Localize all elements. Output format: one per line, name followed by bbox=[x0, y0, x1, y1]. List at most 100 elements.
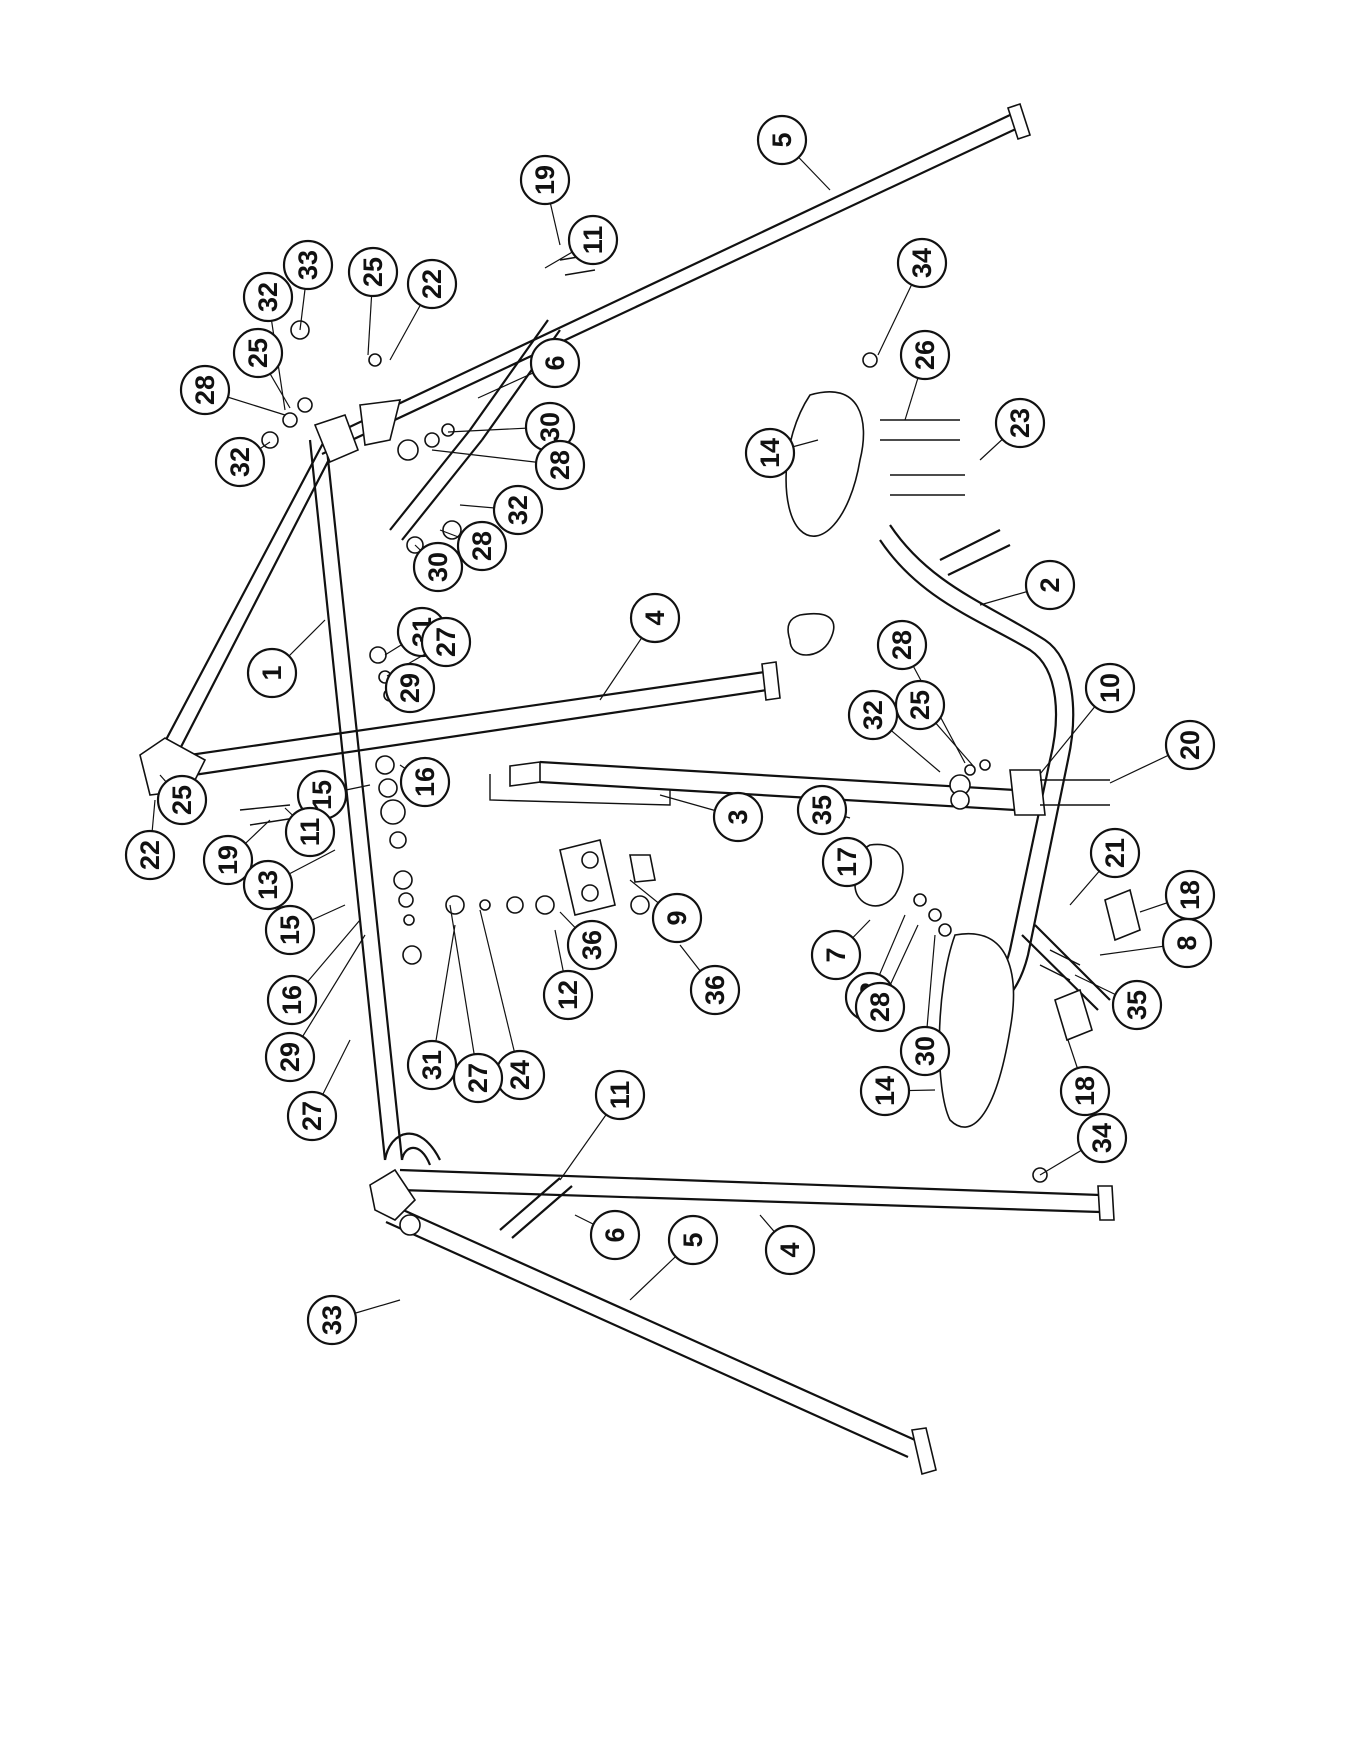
callout-label: 23 bbox=[1005, 408, 1035, 438]
callout-34: 34 bbox=[1040, 1114, 1126, 1175]
callout-23: 23 bbox=[980, 399, 1044, 460]
callout-label: 28 bbox=[865, 992, 895, 1022]
callout-3: 3 bbox=[660, 793, 762, 841]
callout-label: 24 bbox=[505, 1060, 535, 1090]
callout-label: 34 bbox=[907, 248, 937, 278]
callout-label: 12 bbox=[553, 980, 583, 1010]
callout-label: 16 bbox=[277, 985, 307, 1015]
callout-label: 5 bbox=[678, 1232, 708, 1247]
callout-2: 2 bbox=[980, 561, 1074, 609]
callout-label: 27 bbox=[431, 627, 461, 657]
callout-26: 26 bbox=[901, 331, 949, 420]
callout-1: 1 bbox=[248, 620, 325, 697]
callout-label: 20 bbox=[1175, 730, 1205, 760]
callout-6: 6 bbox=[575, 1211, 639, 1259]
callout-4: 4 bbox=[600, 594, 679, 700]
callout-11: 11 bbox=[545, 216, 617, 268]
callout-4: 4 bbox=[760, 1215, 814, 1274]
callout-label: 35 bbox=[1122, 990, 1152, 1020]
callout-leader bbox=[480, 910, 520, 1075]
callout-label: 9 bbox=[662, 910, 692, 925]
callout-label: 6 bbox=[540, 355, 570, 370]
callout-label: 18 bbox=[1175, 880, 1205, 910]
callout-label: 36 bbox=[577, 930, 607, 960]
callout-label: 32 bbox=[503, 495, 533, 525]
callout-label: 33 bbox=[317, 1305, 347, 1335]
callout-label: 29 bbox=[395, 673, 425, 703]
callout-25: 25 bbox=[349, 248, 397, 355]
callout-label: 28 bbox=[190, 375, 220, 405]
callout-label: 25 bbox=[243, 338, 273, 368]
callout-10: 10 bbox=[1040, 664, 1134, 774]
frame-line-art bbox=[140, 104, 1140, 1474]
callout-30: 30 bbox=[414, 543, 462, 591]
callout-label: 26 bbox=[910, 340, 940, 370]
callout-25: 25 bbox=[234, 329, 290, 408]
callout-label: 27 bbox=[463, 1063, 493, 1093]
callout-label: 25 bbox=[358, 257, 388, 287]
callout-25: 25 bbox=[896, 681, 975, 768]
callout-29: 29 bbox=[386, 664, 434, 712]
callout-33: 33 bbox=[284, 241, 332, 330]
callout-18: 18 bbox=[1061, 1040, 1109, 1115]
callout-label: 1 bbox=[257, 665, 287, 680]
callout-label: 22 bbox=[417, 269, 447, 299]
callout-label: 30 bbox=[423, 552, 453, 582]
callout-36: 36 bbox=[680, 945, 739, 1014]
callout-label: 32 bbox=[253, 282, 283, 312]
callout-33: 33 bbox=[308, 1296, 400, 1344]
callout-label: 14 bbox=[870, 1076, 900, 1106]
callout-16: 16 bbox=[400, 758, 449, 806]
callout-label: 36 bbox=[700, 975, 730, 1005]
callout-5: 5 bbox=[758, 116, 830, 190]
callout-label: 31 bbox=[417, 1050, 447, 1080]
callout-25: 25 bbox=[158, 775, 206, 824]
callout-label: 15 bbox=[275, 915, 305, 945]
callout-label: 11 bbox=[295, 818, 325, 847]
callout-36: 36 bbox=[560, 912, 616, 969]
callout-label: 22 bbox=[135, 840, 165, 870]
callout-15: 15 bbox=[266, 905, 345, 954]
callout-32: 32 bbox=[216, 438, 270, 486]
callout-11: 11 bbox=[560, 1071, 644, 1180]
callout-19: 19 bbox=[521, 156, 569, 245]
callout-leader bbox=[450, 905, 478, 1078]
callout-label: 35 bbox=[807, 795, 837, 825]
callout-label: 6 bbox=[600, 1227, 630, 1242]
callout-label: 14 bbox=[755, 438, 785, 468]
callout-label: 8 bbox=[1172, 935, 1202, 950]
callout-label: 33 bbox=[293, 250, 323, 280]
callout-label: 15 bbox=[307, 780, 337, 810]
callout-label: 11 bbox=[605, 1081, 635, 1110]
callout-11: 11 bbox=[285, 808, 334, 856]
callout-label: 30 bbox=[535, 412, 565, 442]
callout-20: 20 bbox=[1110, 721, 1214, 783]
callout-label: 17 bbox=[832, 847, 862, 877]
callout-label: 32 bbox=[858, 700, 888, 730]
callout-label: 28 bbox=[467, 531, 497, 561]
callout-label: 28 bbox=[887, 630, 917, 660]
callout-18: 18 bbox=[1140, 871, 1214, 919]
callout-35: 35 bbox=[798, 786, 850, 834]
callout-label: 19 bbox=[213, 845, 243, 875]
callout-label: 4 bbox=[640, 610, 670, 625]
callout-label: 30 bbox=[910, 1036, 940, 1066]
callout-label: 27 bbox=[297, 1101, 327, 1131]
callout-label: 21 bbox=[1100, 838, 1130, 868]
callout-label: 2 bbox=[1035, 577, 1065, 592]
callout-label: 11 bbox=[578, 226, 608, 255]
callout-label: 29 bbox=[275, 1042, 305, 1072]
callout-label: 25 bbox=[167, 785, 197, 815]
callout-label: 16 bbox=[410, 767, 440, 797]
callout-label: 18 bbox=[1070, 1076, 1100, 1106]
callout-label: 7 bbox=[821, 947, 851, 962]
callout-17: 17 bbox=[823, 838, 871, 886]
callout-label: 19 bbox=[530, 165, 560, 195]
callout-13: 13 bbox=[244, 850, 335, 909]
callout-label: 3 bbox=[723, 809, 753, 824]
callout-label: 5 bbox=[767, 132, 797, 147]
callout-label: 13 bbox=[253, 870, 283, 900]
callout-label: 25 bbox=[905, 690, 935, 720]
